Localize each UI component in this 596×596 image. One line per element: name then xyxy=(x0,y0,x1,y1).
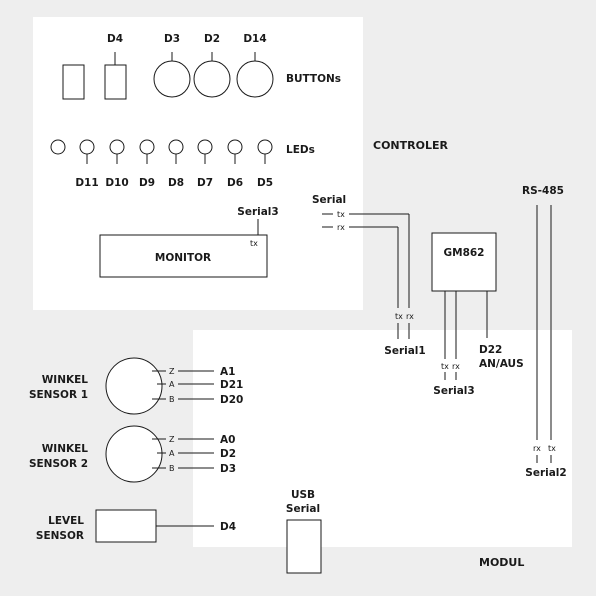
serial1-rx-label: rx xyxy=(406,312,414,321)
led-d8 xyxy=(168,139,184,155)
d22-label: D22 xyxy=(479,344,502,356)
usb-label-line1: USB xyxy=(291,489,315,501)
winkel2-a-label: A xyxy=(169,449,175,458)
led-pin-label: D8 xyxy=(168,177,184,189)
winkel1-label-line2: SENSOR 1 xyxy=(29,389,88,401)
level-pin-d4: D4 xyxy=(220,521,236,533)
serial2-label: Serial2 xyxy=(525,467,566,479)
monitor-box xyxy=(99,234,268,278)
gm-rx-label: rx xyxy=(452,362,460,371)
led-pin-label: D6 xyxy=(227,177,243,189)
winkel-sensor-1 xyxy=(105,357,163,415)
winkel1-z-label: Z xyxy=(169,367,175,376)
modul-title: MODUL xyxy=(479,556,524,569)
gm862-module xyxy=(431,232,497,292)
winkel2-pin-d3: D3 xyxy=(220,463,236,475)
winkel2-b-label: B xyxy=(169,464,175,473)
level-label-line1: LEVEL xyxy=(48,515,84,527)
led-pin-label: D10 xyxy=(105,177,128,189)
button-d14[interactable] xyxy=(236,60,274,98)
winkel1-pin-a1: A1 xyxy=(220,366,235,378)
controller-tx-label: tx xyxy=(337,210,345,219)
buttons-label: BUTTONs xyxy=(286,73,341,85)
winkel1-a-label: A xyxy=(169,380,175,389)
button-pin-label: D2 xyxy=(204,33,220,45)
button-pin-label: D4 xyxy=(107,33,123,45)
monitor-label: MONITOR xyxy=(155,252,211,264)
led-d9 xyxy=(139,139,155,155)
winkel1-b-label: B xyxy=(169,395,175,404)
level-label-line2: SENSOR xyxy=(36,530,84,542)
button-pin-label: D3 xyxy=(164,33,180,45)
led-d10 xyxy=(109,139,125,155)
led-pin-label: D5 xyxy=(257,177,273,189)
an-aus-label: AN/AUS xyxy=(479,358,524,370)
winkel1-pin-d21: D21 xyxy=(220,379,243,391)
winkel1-label-line1: WINKEL xyxy=(42,374,89,386)
led-d5 xyxy=(257,139,273,155)
led-pin-label: D11 xyxy=(75,177,98,189)
button-d2[interactable] xyxy=(193,60,231,98)
rs485-rx-label: rx xyxy=(533,444,541,453)
usb-label-line2: Serial xyxy=(286,503,320,515)
led-pin-label: D9 xyxy=(139,177,155,189)
serial1-label: Serial1 xyxy=(384,345,425,357)
winkel-sensor-2 xyxy=(105,425,163,483)
winkel2-label-line2: SENSOR 2 xyxy=(29,458,88,470)
winkel2-pin-a0: A0 xyxy=(220,434,235,446)
rs485-tx-label: tx xyxy=(548,444,556,453)
button-unlabeled[interactable] xyxy=(62,64,85,100)
gm-tx-label: tx xyxy=(441,362,449,371)
monitor-tx-label: tx xyxy=(250,239,258,248)
rs485-label: RS-485 xyxy=(522,185,564,197)
controller-title: CONTROLER xyxy=(373,139,448,152)
level-sensor xyxy=(95,509,157,543)
controller-rx-label: rx xyxy=(337,223,345,232)
winkel1-pin-d20: D20 xyxy=(220,394,243,406)
winkel2-pin-d2: D2 xyxy=(220,448,236,460)
modul-panel xyxy=(193,330,572,547)
usb-serial-port[interactable] xyxy=(286,519,322,574)
winkel2-label-line1: WINKEL xyxy=(42,443,89,455)
led-pin-label: D7 xyxy=(197,177,213,189)
button-pin-label: D14 xyxy=(243,33,266,45)
gm862-label: GM862 xyxy=(444,247,485,259)
winkel2-z-label: Z xyxy=(169,435,175,444)
controller-serial-label: Serial xyxy=(312,194,346,206)
button-d3[interactable] xyxy=(153,60,191,98)
led-unlabeled xyxy=(50,139,66,155)
led-d11 xyxy=(79,139,95,155)
led-d7 xyxy=(197,139,213,155)
gm-serial3-label: Serial3 xyxy=(433,385,474,397)
led-d6 xyxy=(227,139,243,155)
button-d4[interactable] xyxy=(104,64,127,100)
serial1-tx-label: tx xyxy=(395,312,403,321)
monitor-serial-label: Serial3 xyxy=(237,206,278,218)
leds-label: LEDs xyxy=(286,144,315,156)
